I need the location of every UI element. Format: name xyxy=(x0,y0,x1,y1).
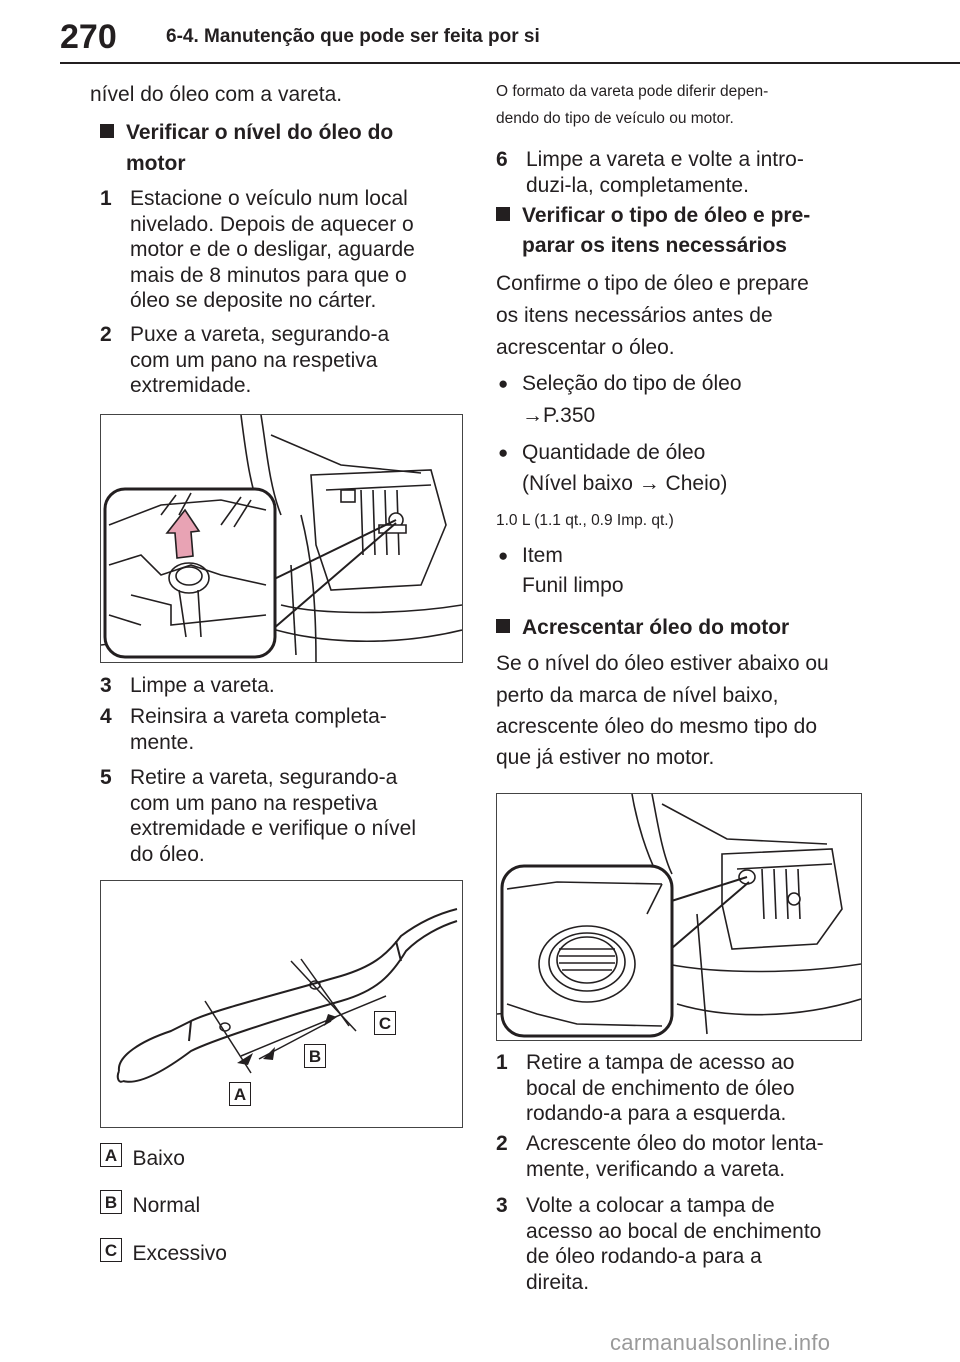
step-add-2: 2 Acrescente óleo do motor lenta- mente,… xyxy=(496,1131,876,1183)
step-line: Volte a colocar a tampa de xyxy=(526,1194,775,1217)
heading-check-oil-level: Verificar o nível do óleo do xyxy=(100,117,393,148)
step-line: bocal de enchimento de óleo xyxy=(526,1076,795,1100)
step-4: 4 Reinsira a vareta completa- mente. xyxy=(100,704,460,756)
mark-label-c: C xyxy=(374,1011,396,1035)
heading-check-oil-level-cont: motor xyxy=(126,152,186,175)
step-number: 2 xyxy=(496,1132,508,1155)
para-confirm-line-1: Confirme o tipo de óleo e prepare xyxy=(496,272,809,295)
legend-text: Normal xyxy=(132,1194,201,1217)
step-1: 1 Estacione o veículo num local nivelado… xyxy=(100,186,460,316)
mark-label-a: A xyxy=(229,1082,251,1106)
watermark: carmanualsonline.info xyxy=(610,1330,831,1355)
step-line: do óleo. xyxy=(130,842,205,866)
step-number: 1 xyxy=(496,1051,508,1074)
note-line-1: O formato da vareta pode diferir depen- xyxy=(496,83,769,100)
dipstick-pull-illustration xyxy=(100,414,463,663)
heading-check-oil-type-cont: parar os itens necessários xyxy=(522,234,787,257)
step-line: Retire a vareta, segurando-a xyxy=(130,766,398,789)
step-number: 4 xyxy=(100,705,112,728)
oil-quantity-value: 1.0 L (1.1 qt., 0.9 Imp. qt.) xyxy=(496,512,674,529)
dipstick-drawing xyxy=(116,908,458,1083)
mark-label-b: B xyxy=(304,1044,326,1068)
legend-key: B xyxy=(100,1190,122,1214)
note-line-2: dendo do tipo de veículo ou motor. xyxy=(496,110,734,127)
step-line: acesso ao bocal de enchimento xyxy=(526,1219,822,1243)
step-line: Estacione o veículo num local xyxy=(130,187,408,210)
para-confirm-line-3: acrescentar o óleo. xyxy=(496,336,675,359)
para-confirm-line-2: os itens necessários antes de xyxy=(496,304,773,327)
header-rule xyxy=(60,62,960,64)
pull-up-arrow-icon xyxy=(165,508,201,559)
bullet-item: Item xyxy=(498,540,563,571)
step-number: 6 xyxy=(496,148,508,171)
para-add-line-2: perto da marca de nível baixo, xyxy=(496,684,779,707)
legend-key: C xyxy=(100,1238,122,1262)
step-line: duzi-la, completamente. xyxy=(526,173,749,197)
step-number: 5 xyxy=(100,766,112,789)
step-number: 3 xyxy=(496,1194,508,1217)
intro-text: nível do óleo com a vareta. xyxy=(90,83,343,106)
step-line: com um pano na respetiva xyxy=(130,791,378,815)
section-title: 6-4. Manutenção que pode ser feita por s… xyxy=(166,26,540,47)
step-number: 3 xyxy=(100,674,112,697)
step-line: mais de 8 minutos para que o xyxy=(130,263,407,287)
step-5: 5 Retire a vareta, segurando-a com um pa… xyxy=(100,765,460,869)
bullet-oil-quantity-range: (Nível baixo → Cheio) xyxy=(522,472,728,495)
step-line: Retire a tampa de acesso ao xyxy=(526,1051,795,1074)
step-line: com um pano na respetiva xyxy=(130,348,378,372)
step-6: 6 Limpe a vareta e volte a intro- duzi-l… xyxy=(496,147,876,199)
legend-text: Excessivo xyxy=(132,1242,227,1265)
square-bullet-icon xyxy=(496,619,510,633)
legend-key: A xyxy=(100,1143,122,1167)
legend-item-c: C Excessivo xyxy=(100,1238,227,1269)
step-line: Limpe a vareta e volte a intro- xyxy=(526,148,804,171)
step-line: rodando-a para a esquerda. xyxy=(526,1102,787,1125)
heading-check-oil-type: Verificar o tipo de óleo e pre- xyxy=(496,200,810,231)
page-number: 270 xyxy=(60,18,117,56)
para-add-line-1: Se o nível do óleo estiver abaixo ou xyxy=(496,652,829,675)
legend-item-a: A Baixo xyxy=(100,1143,185,1174)
heading-add-oil: Acrescentar óleo do motor xyxy=(496,612,789,643)
step-line: nivelado. Depois de aquecer o xyxy=(130,212,414,236)
step-line: de óleo rodando-a para a xyxy=(526,1245,762,1268)
step-2: 2 Puxe a vareta, segurando-a com um pano… xyxy=(100,322,460,402)
filler-cap-drawing xyxy=(497,794,861,1038)
bullet-item-funnel: Funil limpo xyxy=(522,574,624,597)
step-line: motor e de o desligar, aguarde xyxy=(130,238,415,261)
bullet-oil-quantity: Quantidade de óleo xyxy=(498,437,705,468)
step-line: extremidade. xyxy=(130,374,252,397)
step-3: 3 Limpe a vareta. xyxy=(100,673,460,699)
step-line: óleo se deposite no cárter. xyxy=(130,289,377,312)
step-line: mente. xyxy=(130,730,195,754)
dipstick-marks-illustration: A B C xyxy=(100,880,463,1128)
square-bullet-icon xyxy=(496,207,510,221)
bullet-oil-type-ref[interactable]: →P.350 xyxy=(522,404,596,427)
legend-text: Baixo xyxy=(132,1147,185,1170)
step-line: extremidade e verifique o nível xyxy=(130,817,416,840)
step-line: mente, verificando a vareta. xyxy=(526,1157,786,1181)
step-line: direita. xyxy=(526,1270,590,1294)
step-add-3: 3 Volte a colocar a tampa de acesso ao b… xyxy=(496,1193,876,1297)
step-line: Limpe a vareta. xyxy=(130,674,275,697)
oil-filler-cap-illustration xyxy=(496,793,862,1041)
step-line: Acrescente óleo do motor lenta- xyxy=(526,1132,824,1155)
step-number: 1 xyxy=(100,187,112,210)
legend-item-b: B Normal xyxy=(100,1190,200,1221)
para-add-line-4: que já estiver no motor. xyxy=(496,746,715,769)
para-add-line-3: acrescente óleo do mesmo tipo do xyxy=(496,715,818,738)
square-bullet-icon xyxy=(100,124,114,138)
step-line: Puxe a vareta, segurando-a xyxy=(130,323,390,346)
step-number: 2 xyxy=(100,323,112,346)
step-line: Reinsira a vareta completa- xyxy=(130,705,387,728)
bullet-oil-type: Seleção do tipo de óleo xyxy=(498,368,742,399)
step-add-1: 1 Retire a tampa de acesso ao bocal de e… xyxy=(496,1050,876,1128)
engine-bay-drawing xyxy=(101,415,462,662)
